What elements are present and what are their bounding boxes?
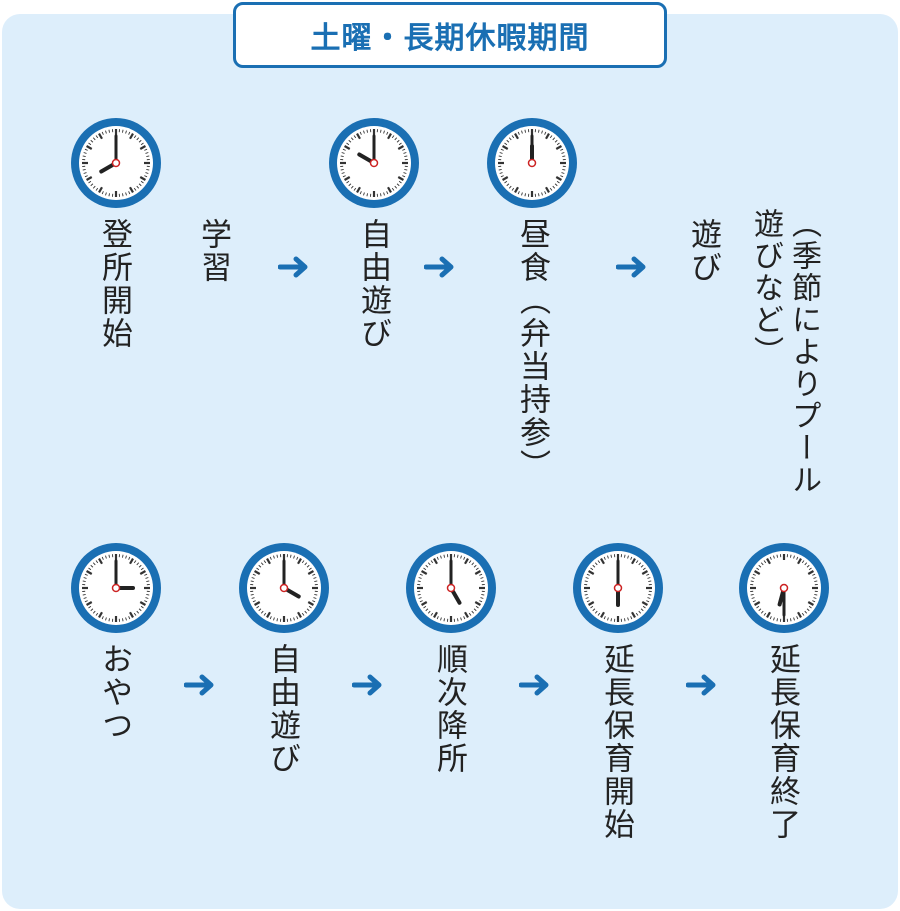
label-study: 学習 xyxy=(195,218,231,284)
arrow-right-icon xyxy=(184,674,216,696)
arrow-right-icon xyxy=(616,256,648,278)
label-free-play-2: 自由遊び xyxy=(264,643,300,775)
label-departure: 順次降所 xyxy=(431,643,467,775)
clock-icon-free-play-2 xyxy=(236,540,332,636)
label-free-play-1: 自由遊び xyxy=(355,218,391,350)
label-play: 遊び xyxy=(685,218,721,284)
arrow-right-icon xyxy=(686,674,718,696)
clock-icon-free-play-1 xyxy=(326,115,422,211)
page-title: 土曜・長期休暇期間 xyxy=(310,21,590,56)
label-extended-start: 延長保育開始 xyxy=(598,643,634,841)
arrow-right-icon xyxy=(519,674,551,696)
title-box: 土曜・長期休暇期間 xyxy=(233,2,667,68)
clock-icon-arrival xyxy=(68,115,164,211)
arrow-right-icon xyxy=(352,674,384,696)
clock-icon-extended-start xyxy=(570,540,666,636)
arrow-right-icon xyxy=(424,256,456,278)
clock-icon-departure xyxy=(403,540,499,636)
clock-icon-lunch xyxy=(484,115,580,211)
label-snack: おやつ xyxy=(96,643,132,742)
label-lunch: 昼食（弁当持参） xyxy=(514,218,550,482)
label-pool-note: （季節によりプール遊びなど） xyxy=(748,208,821,496)
arrow-right-icon xyxy=(278,256,310,278)
label-arrival: 登所開始 xyxy=(96,218,132,350)
clock-icon-snack xyxy=(68,540,164,636)
label-extended-end: 延長保育終了 xyxy=(764,643,800,841)
clock-icon-extended-end xyxy=(736,540,832,636)
